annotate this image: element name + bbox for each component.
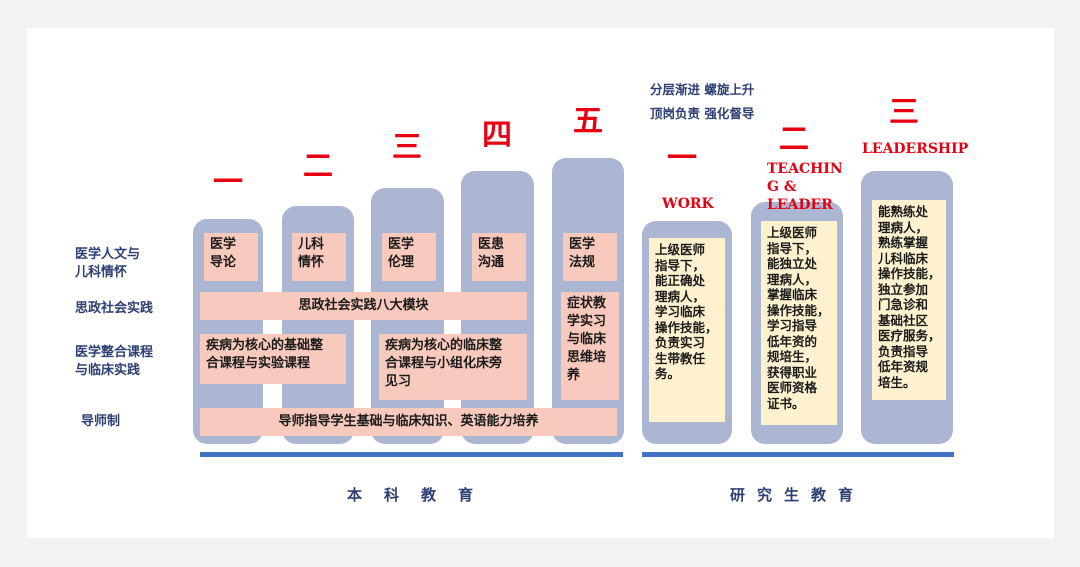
undergrad-bar xyxy=(200,452,623,457)
course-box-5: 医学 法规 xyxy=(563,233,617,281)
mentor-bar: 导师指导学生基础与临床知识、英语能力培养 xyxy=(200,408,617,436)
top-note-2: 顶岗负责 强化督导 xyxy=(650,106,755,121)
ideology-module-box: 思政社会实践八大模块 xyxy=(200,292,527,320)
top-note-1: 分层渐进 螺旋上升 xyxy=(650,82,755,97)
stage-label-teaching: TEACHIN G & LEADER xyxy=(767,161,843,213)
row-label-integrated: 医学整合课程 与临床实践 xyxy=(75,345,154,378)
year-numeral-1: 一 xyxy=(213,165,243,200)
year-numeral-3: 三 xyxy=(392,130,422,165)
grad-year-numeral-1: 一 xyxy=(667,141,697,176)
grad-desc-3: 能熟练处 理病人， 熟练掌握 儿科临床 操作技能， 独立参加 门急诊和 基础社区… xyxy=(872,200,946,400)
course-box-4: 医患 沟通 xyxy=(472,233,526,281)
grad-year-numeral-3: 三 xyxy=(889,95,919,130)
internship-box: 症状教 学实习 与临床 思维培 养 xyxy=(561,292,619,400)
basic-integration-box: 疾病为核心的基础整 合课程与实验课程 xyxy=(200,334,346,384)
section-label-undergrad: 本科教育 xyxy=(347,486,496,504)
graduate-bar xyxy=(642,452,954,457)
section-label-graduate: 研究生教育 xyxy=(730,486,866,504)
year-numeral-2: 二 xyxy=(303,149,333,184)
stage-label-work: WORK xyxy=(662,196,714,212)
stage-label-leadership: LEADERSHIP xyxy=(862,141,969,157)
row-label-humanities: 医学人文与 儿科情怀 xyxy=(75,247,141,280)
course-box-1: 医学 导论 xyxy=(204,233,258,281)
grad-desc-1: 上级医师 指导下， 能正确处 理病人， 学习临床 操作技能， 负责实习 生带教任… xyxy=(649,238,725,422)
row-label-mentor: 导师制 xyxy=(81,414,121,429)
row-label-ideology: 思政社会实践 xyxy=(75,301,154,316)
year-numeral-4: 四 xyxy=(482,118,512,153)
clinical-integration-box: 疾病为核心的临床整 合课程与小组化床旁 见习 xyxy=(379,334,527,400)
grad-year-numeral-2: 二 xyxy=(779,122,809,157)
course-box-2: 儿科 情怀 xyxy=(292,233,346,281)
diagram-canvas: 分层渐进 螺旋上升 顶岗负责 强化督导 医学人文与 儿科情怀 思政社会实践 医学… xyxy=(27,28,1054,538)
year-numeral-5: 五 xyxy=(573,104,603,139)
grad-desc-2: 上级医师 指导下， 能独立处 理病人， 掌握临床 操作技能， 学习指导 低年资的… xyxy=(761,221,837,425)
course-box-3: 医学 伦理 xyxy=(382,233,436,281)
